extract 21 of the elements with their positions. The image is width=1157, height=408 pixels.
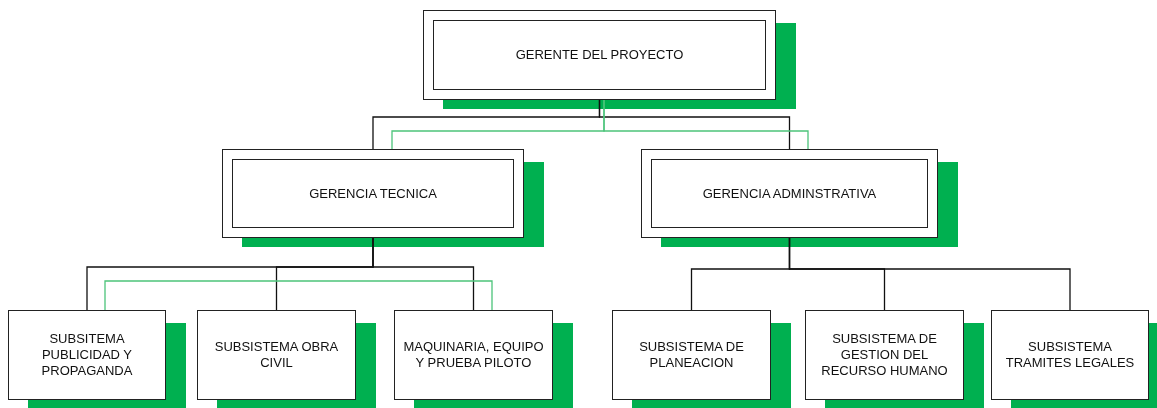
org-box [222,149,524,238]
org-box [394,310,553,400]
box-label: GERENTE DEL PROYECTO [515,47,684,63]
box-label: GERENCIA ADMINSTRATIVA [702,185,877,202]
box-label: SUBSISTEMA DE GESTION DEL RECURSO HUMANO [820,331,949,379]
box-label: SUBSISTEMA TRAMITES LEGALES [1004,339,1136,371]
box-label: GERENCIA TECNICA [309,185,437,202]
org-box [641,149,938,238]
org-box [612,310,771,400]
connector-line [104,280,493,311]
box-label: MAQUINARIA, EQUIPO Y PRUEBA PILOTO [402,339,545,371]
box-label: SUBSISTEMA DE PLANEACION [638,339,745,371]
org-box [423,10,776,100]
org-box [8,310,166,400]
box-label: SUBSITEMA PUBLICIDAD Y PROPAGANDA [40,331,134,379]
box-label: SUBSISTEMA OBRA CIVIL [213,339,340,371]
connector-line [788,237,1071,311]
org-box [805,310,964,400]
org-box [991,310,1149,400]
org-box [197,310,356,400]
connector-line [372,237,475,311]
